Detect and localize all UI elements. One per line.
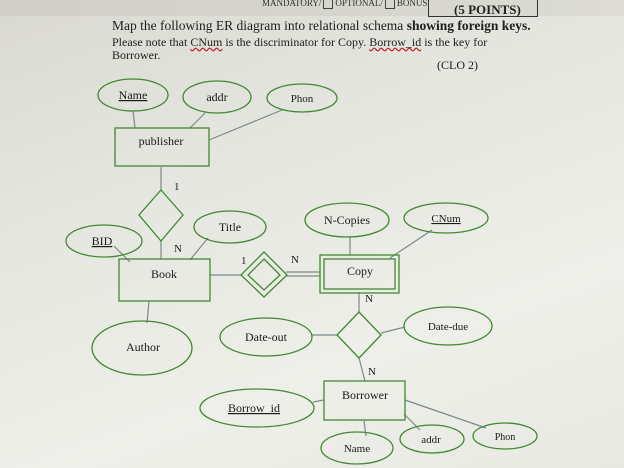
connector-lines bbox=[113, 109, 487, 437]
dateout-label: Date-out bbox=[245, 330, 288, 344]
line-borrowid-borrower bbox=[312, 399, 325, 403]
question-text: Map the following ER diagram into relati… bbox=[112, 18, 407, 33]
question-line-3: Borrower. bbox=[112, 48, 161, 62]
cardinality-borrows-n-top: N bbox=[365, 293, 373, 305]
bor-name-label: Name bbox=[344, 443, 370, 455]
publisher-label: publisher bbox=[139, 134, 184, 148]
line-title-book bbox=[189, 237, 209, 261]
note-text-b: is the discriminator for Copy. bbox=[222, 35, 370, 49]
pub-addr-attribute bbox=[182, 80, 252, 114]
title-attribute bbox=[193, 210, 267, 244]
bor-name-attribute bbox=[320, 431, 394, 465]
page-top-strip bbox=[0, 0, 624, 16]
bor-phon-label: Phon bbox=[495, 432, 516, 443]
optional-checkbox bbox=[323, 0, 334, 9]
copy-weak-entity-inner bbox=[323, 258, 396, 290]
line-pubname-publisher bbox=[132, 110, 136, 129]
dateout-attribute bbox=[219, 317, 313, 357]
points-box bbox=[428, 0, 538, 17]
bonus-label: BONUS bbox=[396, 0, 428, 8]
question-type-header: MANDATORY/OPTIONAL/BONUS bbox=[262, 0, 427, 9]
question-line-1: Map the following ER diagram into relati… bbox=[112, 18, 531, 34]
cnum-attribute bbox=[403, 202, 489, 234]
bid-label: BID bbox=[92, 234, 113, 248]
ncopies-label: N-Copies bbox=[324, 213, 370, 227]
line-boraddr-borrower bbox=[403, 413, 421, 431]
borrowid-label: Borrow_id bbox=[228, 401, 280, 415]
cardinality-borrows-n-bottom: N bbox=[368, 366, 376, 378]
line-author-book bbox=[146, 300, 150, 324]
pub-phon-label: Phon bbox=[291, 93, 314, 105]
author-attribute bbox=[91, 320, 193, 376]
bor-phon-attribute bbox=[472, 422, 538, 450]
borrow-id-term: Borrow_id bbox=[369, 35, 422, 49]
points-label: (5 POINTS) bbox=[454, 2, 521, 17]
bor-addr-label: addr bbox=[421, 434, 441, 446]
cardinality-pub-1: 1 bbox=[174, 181, 180, 193]
pub-name-label: Name bbox=[119, 88, 148, 102]
publisher-entity bbox=[114, 127, 210, 167]
line-datedue-borrows bbox=[380, 326, 406, 334]
hascopy-identifying-outer bbox=[240, 251, 288, 298]
clo-label: (CLO 2) bbox=[437, 58, 478, 72]
bid-attribute bbox=[65, 224, 143, 258]
cardinality-copy-n: N bbox=[291, 254, 299, 266]
hascopy-identifying-inner bbox=[247, 258, 281, 291]
title-label: Title bbox=[219, 220, 241, 234]
line-pubphon-publisher bbox=[208, 109, 283, 141]
author-label: Author bbox=[126, 340, 160, 354]
note-text-c: is the key for bbox=[421, 35, 488, 49]
copy-weak-entity-outer bbox=[319, 254, 400, 294]
question-line-2: Please note that CNum is the discriminat… bbox=[112, 35, 487, 50]
cnum-label: CNum bbox=[431, 213, 461, 225]
question-emphasis: showing foreign keys. bbox=[406, 18, 531, 33]
line-pubaddr-publisher bbox=[189, 112, 206, 129]
publishes-relationship bbox=[138, 189, 184, 243]
bor-addr-attribute bbox=[399, 424, 465, 454]
pub-addr-label: addr bbox=[206, 90, 227, 104]
cnum-term: CNum bbox=[190, 35, 223, 49]
borrows-relationship bbox=[336, 311, 382, 359]
note-text-a: Please note that bbox=[112, 35, 191, 49]
ncopies-attribute bbox=[304, 202, 390, 238]
mandatory-label: MANDATORY/ bbox=[262, 0, 322, 8]
cardinality-copy-1: 1 bbox=[241, 255, 247, 267]
line-borrows-borrower bbox=[358, 357, 366, 382]
borrowid-attribute bbox=[199, 388, 315, 428]
borrower-label: Borrower bbox=[342, 388, 388, 402]
cardinality-pub-n: N bbox=[174, 243, 182, 255]
line-borname-borrower bbox=[363, 420, 367, 437]
bonus-checkbox bbox=[384, 0, 395, 9]
book-label: Book bbox=[151, 267, 177, 281]
line-borphon-borrower bbox=[404, 399, 487, 429]
pub-phon-attribute bbox=[266, 83, 338, 113]
datedue-attribute bbox=[403, 306, 493, 346]
optional-label: OPTIONAL/ bbox=[335, 0, 383, 8]
datedue-label: Date-due bbox=[428, 321, 468, 333]
line-cnum-copy bbox=[389, 229, 433, 259]
pub-name-attribute bbox=[97, 78, 169, 112]
copy-label: Copy bbox=[347, 264, 373, 278]
book-entity bbox=[118, 258, 211, 302]
borrower-entity bbox=[323, 380, 406, 421]
